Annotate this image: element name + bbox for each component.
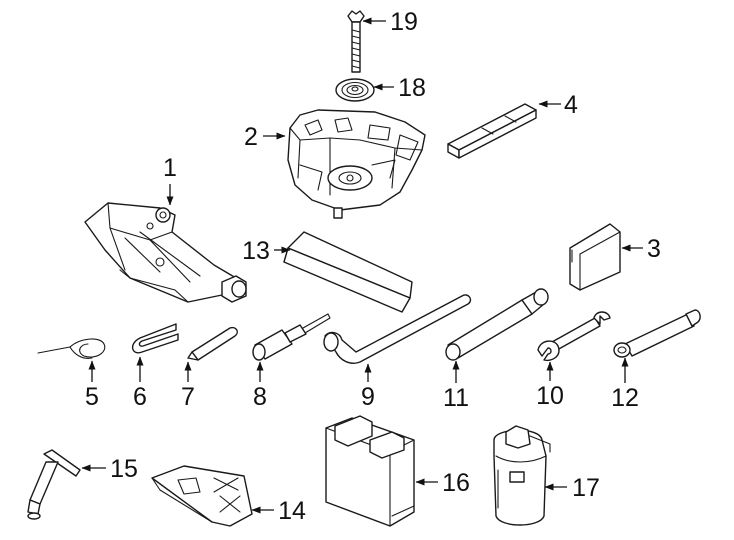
callout-14: 14 — [278, 497, 306, 525]
callout-5: 5 — [85, 383, 99, 411]
extension-bar-part — [445, 288, 549, 361]
sealant-box-part — [325, 415, 415, 527]
callout-1: 1 — [163, 154, 177, 182]
callout-18: 18 — [398, 74, 426, 102]
callout-3: 3 — [647, 235, 661, 263]
callout-13: 13 — [242, 237, 270, 265]
callout-15: 15 — [110, 455, 138, 483]
callout-19: 19 — [390, 8, 418, 36]
callout-10: 10 — [536, 382, 564, 410]
callout-11: 11 — [443, 384, 469, 412]
scissor-jack-part — [84, 202, 247, 303]
sealant-bottle-part — [493, 425, 551, 526]
callout-4: 4 — [564, 91, 578, 119]
callout-2: 2 — [244, 123, 258, 151]
callout-17: 17 — [572, 474, 600, 502]
callout-8: 8 — [253, 383, 267, 411]
screwdriver-part — [252, 313, 331, 361]
tow-eye-part — [613, 309, 701, 358]
wire-clip-part — [132, 323, 179, 354]
open-end-wrench-part — [537, 311, 611, 362]
callout-labels: 1 2 3 4 5 6 7 8 9 10 11 12 13 14 15 16 1… — [85, 8, 661, 525]
callout-12: 12 — [611, 384, 639, 412]
tow-hook-clip-part — [37, 338, 106, 359]
callout-6: 6 — [133, 383, 147, 411]
lug-wrench-part — [323, 294, 472, 364]
wing-bolt-part — [347, 10, 365, 73]
callout-7: 7 — [181, 383, 195, 411]
wheel-chock-part — [151, 465, 253, 527]
leader-lines — [81, 17, 643, 514]
callout-16: 16 — [442, 469, 470, 497]
washer-part — [335, 78, 375, 102]
tool-tray-part — [287, 109, 426, 219]
pin-part — [187, 326, 238, 361]
foam-pad-part — [283, 231, 413, 313]
valve-tool-part — [27, 449, 81, 520]
tool-bar-part — [447, 103, 537, 159]
callout-9: 9 — [361, 383, 375, 411]
bracket-part — [569, 223, 621, 291]
